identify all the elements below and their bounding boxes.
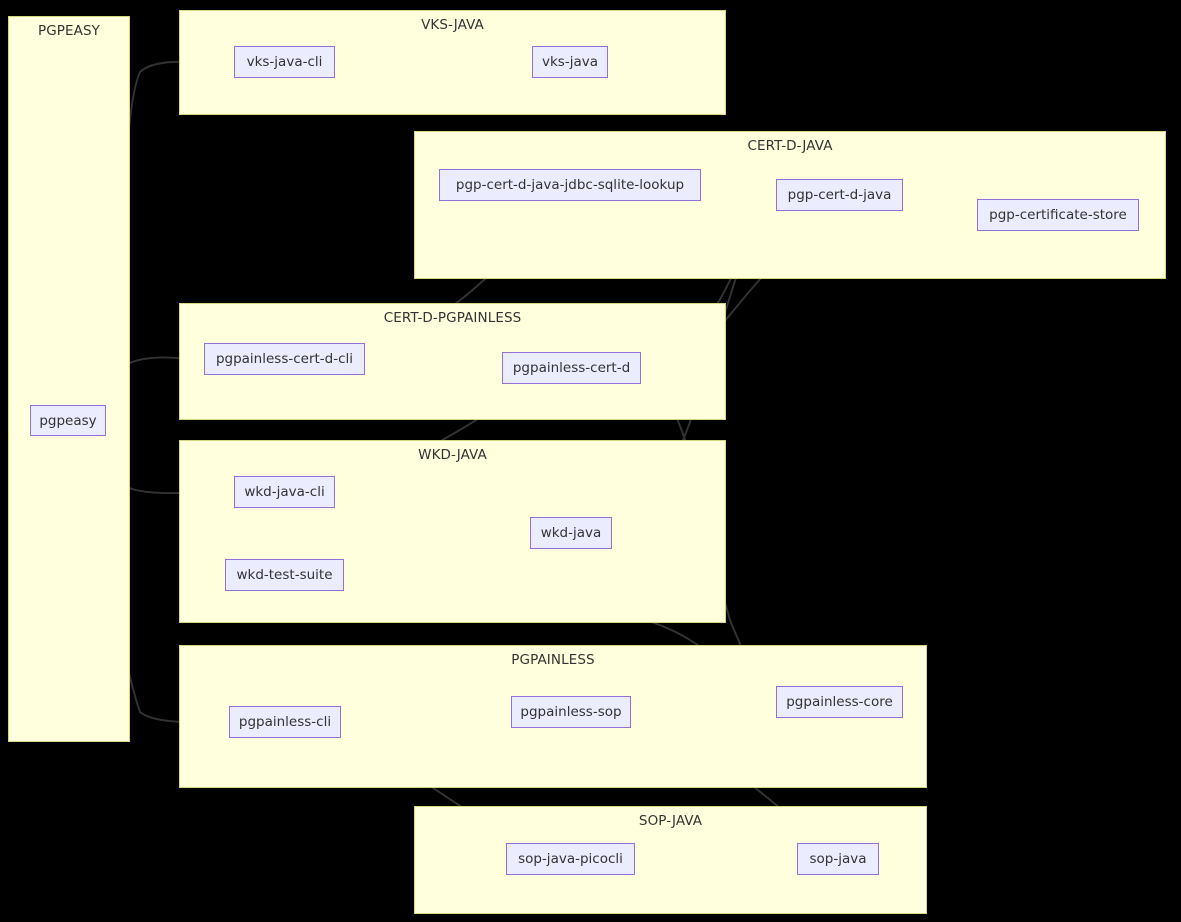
cluster-label-cert-d-java: CERT-D-JAVA bbox=[747, 138, 833, 154]
node-label: wkd-test-suite bbox=[236, 567, 333, 583]
node-label: sop-java bbox=[809, 851, 867, 867]
node-label: pgp-cert-d-java-jdbc-sqlite-lookup bbox=[455, 177, 685, 193]
node-pgp-certificate-store[interactable]: pgp-certificate-store bbox=[977, 199, 1139, 231]
node-label: pgpainless-core bbox=[786, 694, 893, 710]
node-label: pgpainless-sop bbox=[520, 704, 622, 720]
node-pgpainless-cert-d-cli[interactable]: pgpainless-cert-d-cli bbox=[204, 343, 365, 375]
node-vks-java-cli[interactable]: vks-java-cli bbox=[234, 46, 335, 78]
cluster-pgpeasy: PGPEASY bbox=[8, 16, 130, 742]
cluster-label-pgpeasy: PGPEASY bbox=[37, 23, 101, 39]
node-label: pgpainless-cert-d bbox=[512, 360, 631, 376]
cluster-label-vks-java: VKS-JAVA bbox=[421, 17, 484, 33]
node-sop-java-picocli[interactable]: sop-java-picocli bbox=[506, 843, 635, 875]
node-wkd-java[interactable]: wkd-java bbox=[530, 517, 612, 549]
node-wkd-test-suite[interactable]: wkd-test-suite bbox=[225, 559, 344, 591]
node-pgp-cert-d-java-jdbc-sqlite-lookup[interactable]: pgp-cert-d-java-jdbc-sqlite-lookup bbox=[439, 169, 701, 201]
node-label: pgpainless-cert-d-cli bbox=[215, 351, 354, 367]
cluster-wkd-java: WKD-JAVA bbox=[179, 440, 726, 623]
node-label: pgp-certificate-store bbox=[989, 207, 1127, 223]
node-pgp-cert-d-java[interactable]: pgp-cert-d-java bbox=[776, 179, 903, 211]
node-pgpainless-cli[interactable]: pgpainless-cli bbox=[229, 706, 341, 738]
node-label: wkd-java-cli bbox=[244, 484, 325, 500]
node-wkd-java-cli[interactable]: wkd-java-cli bbox=[234, 476, 335, 508]
node-pgpainless-cert-d[interactable]: pgpainless-cert-d bbox=[502, 352, 641, 384]
node-pgpainless-core[interactable]: pgpainless-core bbox=[776, 686, 903, 718]
node-pgpeasy[interactable]: pgpeasy bbox=[30, 405, 106, 436]
cluster-label-cert-d-pgpainless: CERT-D-PGPAINLESS bbox=[383, 310, 522, 326]
node-label: pgp-cert-d-java bbox=[787, 187, 892, 203]
node-label: sop-java-picocli bbox=[518, 851, 623, 867]
cluster-label-sop-java: SOP-JAVA bbox=[638, 813, 703, 829]
node-label: vks-java-cli bbox=[246, 54, 323, 70]
node-label: vks-java bbox=[542, 54, 598, 70]
cluster-label-wkd-java: WKD-JAVA bbox=[418, 447, 487, 463]
node-label: pgpeasy bbox=[39, 412, 97, 429]
node-label: pgpainless-cli bbox=[238, 714, 332, 730]
node-label: wkd-java bbox=[540, 525, 602, 541]
cluster-label-pgpainless: PGPAINLESS bbox=[511, 652, 595, 668]
node-pgpainless-sop[interactable]: pgpainless-sop bbox=[511, 696, 631, 728]
node-sop-java[interactable]: sop-java bbox=[797, 843, 879, 875]
node-vks-java[interactable]: vks-java bbox=[532, 46, 608, 78]
